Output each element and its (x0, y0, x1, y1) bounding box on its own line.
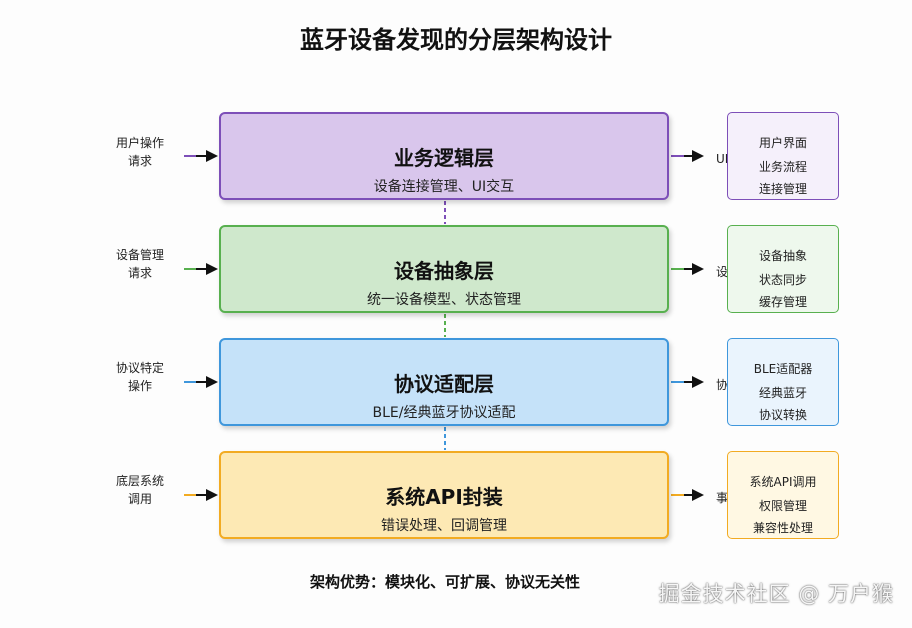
input-arrow-head (206, 150, 218, 162)
layer-protocol-adapter: 协议适配层 BLE/经典蓝牙协议适配 (219, 338, 669, 426)
input-label-line: 设备管理 (115, 248, 164, 262)
input-label-line: 操作 (127, 379, 152, 393)
input-label-line: 请求 (127, 266, 152, 280)
input-arrow-head (206, 489, 218, 501)
watermark: 掘金技术社区 @ 万户猴 (658, 582, 894, 606)
layer-description: 设备连接管理、UI交互 (373, 179, 515, 195)
layer-name: 业务逻辑层 (394, 146, 494, 170)
detail-item: 权限管理 (758, 499, 807, 513)
input-label-protocol: 协议特定 操作 (100, 359, 180, 395)
detail-box-device: 设备抽象 状态同步 缓存管理 (727, 225, 839, 313)
input-label-business: 用户操作 请求 (100, 134, 180, 170)
detail-item: 系统API调用 (749, 475, 817, 489)
input-arrow-head (206, 376, 218, 388)
output-arrow-head (692, 489, 704, 501)
layer-description: 错误处理、回调管理 (381, 518, 507, 534)
detail-item: 设备抽象 (758, 249, 807, 263)
detail-item: 状态同步 (758, 273, 807, 287)
layer-system-api: 系统API封装 错误处理、回调管理 (219, 451, 669, 539)
input-label-system: 底层系统 调用 (100, 472, 180, 508)
layer-device-abstraction: 设备抽象层 统一设备模型、状态管理 (219, 225, 669, 313)
input-label-line: 请求 (127, 154, 152, 168)
detail-box-system: 系统API调用 权限管理 兼容性处理 (727, 451, 839, 539)
detail-item: 用户界面 (758, 136, 807, 150)
input-label-line: 用户操作 (115, 136, 164, 150)
layer-name: 协议适配层 (394, 372, 494, 396)
detail-box-protocol: BLE适配器 经典蓝牙 协议转换 (727, 338, 839, 426)
layer-name: 设备抽象层 (394, 259, 494, 283)
input-label-device: 设备管理 请求 (100, 246, 180, 282)
detail-item: 兼容性处理 (752, 521, 813, 535)
input-label-line: 协议特定 (115, 361, 164, 375)
detail-box-business: 用户界面 业务流程 连接管理 (727, 112, 839, 200)
layer-description: BLE/经典蓝牙协议适配 (372, 405, 516, 421)
input-label-line: 底层系统 (115, 474, 164, 488)
output-arrow-head (692, 376, 704, 388)
layer-name: 系统API封装 (385, 485, 503, 509)
layer-business-logic: 业务逻辑层 设备连接管理、UI交互 (219, 112, 669, 200)
input-arrow-head (206, 263, 218, 275)
detail-item: 连接管理 (758, 182, 807, 196)
input-label-line: 调用 (127, 492, 152, 506)
diagram-title: 蓝牙设备发现的分层架构设计 (300, 26, 612, 54)
architecture-benefits: 架构优势：模块化、可扩展、协议无关性 (309, 573, 580, 591)
detail-item: 经典蓝牙 (758, 386, 807, 400)
layer-description: 统一设备模型、状态管理 (367, 292, 521, 308)
detail-item: 业务流程 (758, 160, 807, 174)
detail-item: 缓存管理 (758, 295, 807, 309)
detail-item: 协议转换 (758, 408, 807, 422)
detail-item: BLE适配器 (753, 362, 813, 376)
output-arrow-head (692, 263, 704, 275)
output-arrow-head (692, 150, 704, 162)
